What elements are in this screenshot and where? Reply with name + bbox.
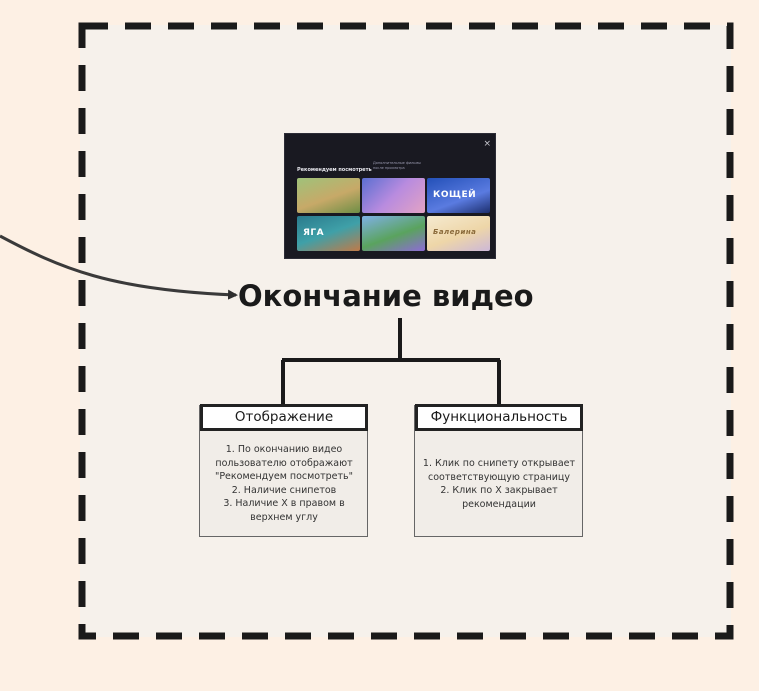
display-line: 2. Наличие снипетов (231, 484, 337, 496)
thumbnail-subtitle: Дополнительные фильмы после просмотра (373, 161, 421, 170)
functionality-line: 1. Клик по снипету открывает (422, 458, 576, 469)
diagram-frame (80, 25, 731, 637)
dashed-border (78, 22, 734, 640)
incoming-arrow (0, 234, 238, 300)
close-icon: × (483, 139, 491, 149)
display-line: 3. Наличие Х в правом в (223, 498, 345, 509)
display-line: 1. По окончанию видео (225, 444, 343, 455)
snippet-4: ЯГА (297, 216, 360, 251)
functionality-header: Функциональность (415, 404, 583, 431)
thumbnail-subtitle-line2: после просмотра (373, 165, 405, 170)
functionality-line: соответствующую страницу (427, 471, 570, 483)
display-header: Отображение (200, 404, 368, 431)
tree-connector (281, 318, 501, 405)
display-line: пользователю отображают (215, 457, 353, 469)
recommendations-screenshot: × Дополнительные фильмы после просмотра … (284, 133, 496, 259)
functionality-text: 1. Клик по снипету открывает соответству… (415, 457, 583, 511)
display-line: "Рекомендуем посмотреть" (214, 471, 354, 482)
main-title: Окончание видео (238, 279, 534, 313)
snippet-5 (362, 216, 425, 251)
snippet-6: Балерина (427, 216, 490, 251)
snippet-1 (297, 178, 360, 213)
functionality-line: 2. Клик по Х закрывает (440, 485, 558, 496)
display-line: верхнем углу (250, 511, 318, 523)
snippet-3: КОЩЕЙ (427, 178, 490, 213)
display-text: 1. По окончанию видео пользователю отобр… (200, 443, 368, 524)
snippet-2 (362, 178, 425, 213)
functionality-line: рекомендации (462, 498, 536, 510)
thumbnail-title: Рекомендуем посмотреть (297, 167, 372, 173)
thumbnail-subtitle-line1: Дополнительные фильмы (373, 161, 421, 165)
